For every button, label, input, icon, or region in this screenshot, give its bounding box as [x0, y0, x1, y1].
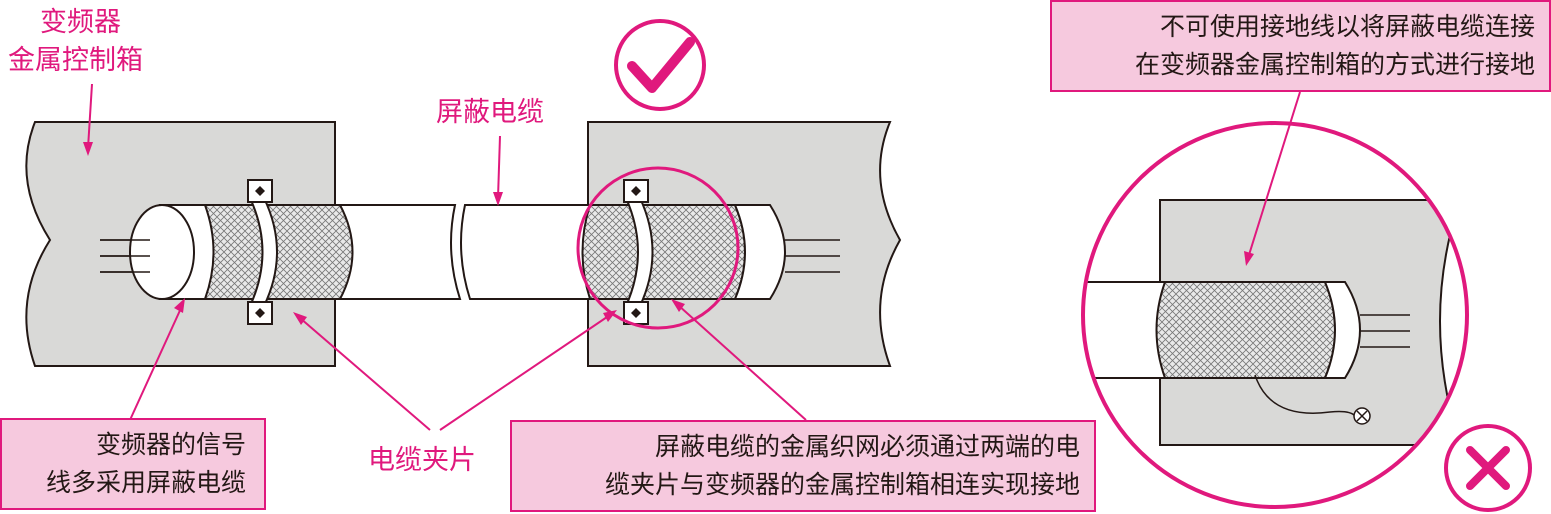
pointer-arrows — [83, 83, 1301, 431]
right-conductors — [785, 239, 840, 273]
note-grounding: 屏蔽电缆的金属织网必须通过两端的电 缆夹片与变频器的金属控制箱相连实现接地 — [510, 420, 1096, 512]
right-inner-insulation — [733, 204, 786, 300]
note-signal-cable: 变频器的信号 线多采用屏蔽电缆 — [0, 418, 266, 510]
zoom-wrong-example — [1083, 123, 1467, 507]
left-cable-end — [129, 204, 195, 300]
note-wrong-line-2: 在变频器金属控制箱的方式进行接地 — [1134, 50, 1535, 79]
check-icon — [614, 19, 706, 111]
highlight-circle — [576, 166, 740, 330]
note-wrong-line-1: 不可使用接地线以将屏蔽电缆连接 — [1159, 12, 1535, 41]
right-cable-sheath — [460, 204, 601, 300]
note-ground-line-1: 屏蔽电缆的金属织网必须通过两端的电 — [654, 432, 1080, 461]
label-cable-clip: 电缆夹片 — [368, 445, 476, 476]
note-signal-line-1: 变频器的信号 — [95, 430, 246, 459]
note-wrong-method: 不可使用接地线以将屏蔽电缆连接 在变频器金属控制箱的方式进行接地 — [1050, 0, 1551, 92]
cross-icon — [1444, 424, 1532, 512]
right-cable-clip — [623, 179, 654, 325]
note-ground-line-2: 缆夹片与变频器的金属控制箱相连实现接地 — [604, 470, 1080, 499]
label-vfd-box-2: 金属控制箱 — [8, 45, 143, 76]
note-signal-line-2: 线多采用屏蔽电缆 — [45, 468, 246, 497]
label-shielded-cable: 屏蔽电缆 — [436, 97, 544, 128]
right-braid-shield — [581, 204, 746, 300]
label-vfd-box-1: 变频器 — [40, 7, 121, 38]
left-cable-clip — [247, 179, 278, 325]
left-cable-sheath — [334, 204, 462, 300]
left-end-conductors — [100, 239, 150, 273]
zoom-circle — [1081, 121, 1469, 509]
